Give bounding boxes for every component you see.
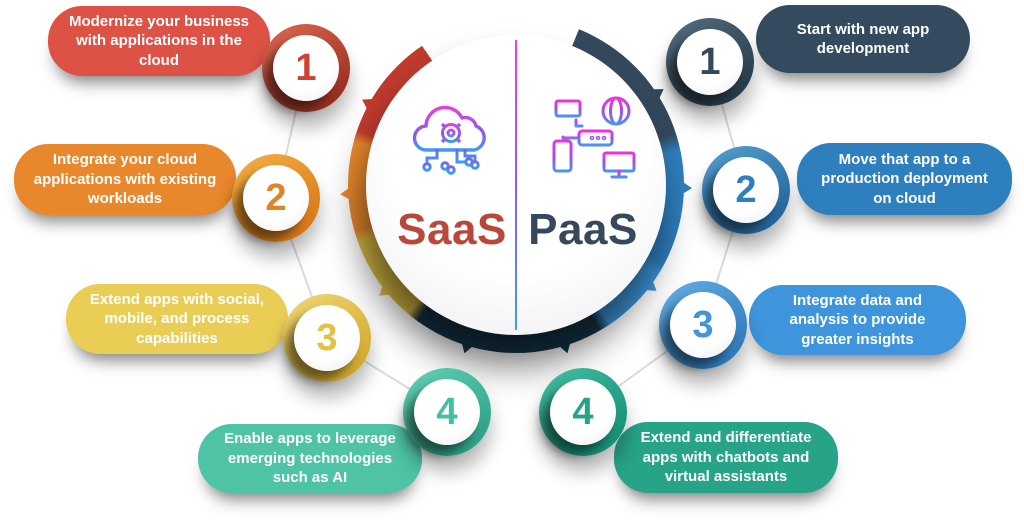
left-step-4-bubble: Enable apps to leverage emerging technol… — [198, 424, 422, 493]
saas-label: SaaS — [397, 205, 507, 254]
cloud-gear-circuit-icon — [412, 105, 486, 175]
right-step-2-badge: 2 — [702, 146, 790, 234]
connected-devices-icon — [550, 96, 636, 179]
left-step-3-number: 3 — [294, 305, 360, 371]
ring-arrow-right-2 — [672, 175, 693, 201]
left-step-2-badge: 2 — [232, 154, 320, 242]
left-step-1-badge: 1 — [262, 24, 350, 112]
right-step-4-number: 4 — [550, 379, 616, 445]
left-step-4-badge: 4 — [403, 368, 491, 456]
right-step-4-badge: 4 — [539, 368, 627, 456]
left-step-4-number: 4 — [414, 379, 480, 445]
right-step-1-badge: 1 — [666, 18, 754, 106]
right-step-2-bubble: Move that app to a production deployment… — [797, 143, 1012, 215]
left-step-2-number: 2 — [243, 165, 309, 231]
left-step-1-number: 1 — [273, 35, 339, 101]
left-step-3-badge: 3 — [283, 294, 371, 382]
center-divider-line — [515, 40, 517, 330]
right-step-3-badge: 3 — [659, 281, 747, 369]
right-step-4-bubble: Extend and differentiate apps with chatb… — [614, 422, 838, 493]
left-step-1-bubble: Modernize your business with application… — [48, 6, 270, 76]
left-step-3-bubble: Extend apps with social, mobile, and pro… — [66, 284, 288, 354]
right-step-1-number: 1 — [677, 29, 743, 95]
paas-label: PaaS — [528, 205, 638, 254]
right-step-3-number: 3 — [670, 292, 736, 358]
ring-arrow-left-2 — [339, 181, 360, 207]
right-step-2-number: 2 — [713, 157, 779, 223]
right-step-3-bubble: Integrate data and analysis to provide g… — [749, 285, 966, 355]
right-step-1-bubble: Start with new app development — [756, 5, 970, 73]
left-step-2-bubble: Integrate your cloud applications with e… — [14, 144, 236, 215]
